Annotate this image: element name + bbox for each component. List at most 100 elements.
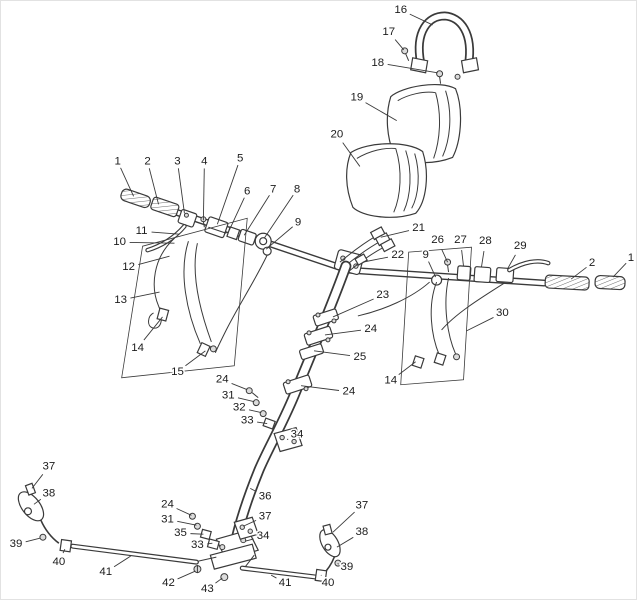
part-callout-34: 34 bbox=[291, 429, 304, 441]
leader-line-2 bbox=[570, 266, 587, 280]
leader-line-1 bbox=[612, 262, 627, 278]
part-callout-38: 38 bbox=[43, 487, 56, 499]
part-callout-20: 20 bbox=[331, 129, 344, 141]
part-callout-14: 14 bbox=[384, 375, 397, 387]
leader-line-37 bbox=[31, 474, 44, 489]
leader-line-21 bbox=[380, 230, 410, 238]
part-callout-15: 15 bbox=[171, 366, 184, 378]
leader-line-33 bbox=[207, 542, 213, 545]
part-callout-43: 43 bbox=[201, 583, 214, 595]
part-callout-19: 19 bbox=[350, 92, 363, 104]
leader-line-4 bbox=[202, 168, 205, 221]
leader-line-17 bbox=[394, 39, 405, 51]
part-callout-16: 16 bbox=[394, 4, 407, 16]
part-callout-1: 1 bbox=[114, 155, 120, 167]
part-callout-31: 31 bbox=[161, 513, 174, 525]
leader-line-16 bbox=[409, 13, 433, 26]
part-callout-41: 41 bbox=[279, 577, 292, 589]
part-callout-41: 41 bbox=[99, 566, 112, 578]
leader-line-9 bbox=[265, 226, 293, 250]
part-callout-31: 31 bbox=[222, 390, 235, 402]
left-control-cables bbox=[148, 237, 268, 358]
leader-line-42 bbox=[177, 570, 196, 580]
part-callout-36: 36 bbox=[259, 490, 272, 502]
leader-line-2 bbox=[148, 168, 159, 205]
part-callout-2: 2 bbox=[144, 155, 150, 167]
cable-clamps-on-column bbox=[282, 308, 339, 395]
leader-line-24 bbox=[301, 385, 340, 391]
left-grip-assembly bbox=[120, 188, 272, 256]
leader-line-7 bbox=[243, 195, 270, 236]
leader-line-22 bbox=[362, 256, 389, 263]
leader-line-38 bbox=[33, 498, 42, 505]
part-callout-18: 18 bbox=[371, 57, 384, 69]
part-callout-27: 27 bbox=[454, 234, 467, 246]
part-callout-9: 9 bbox=[295, 216, 301, 228]
leader-line-38 bbox=[336, 536, 354, 548]
part-callout-30: 30 bbox=[496, 307, 509, 319]
part-callout-26: 26 bbox=[431, 234, 444, 246]
fasteners-31-32-33 bbox=[245, 387, 276, 430]
part-callout-1: 1 bbox=[628, 252, 634, 264]
part-callout-3: 3 bbox=[174, 155, 180, 167]
part-callout-11: 11 bbox=[136, 225, 148, 237]
leader-line-6 bbox=[228, 197, 245, 231]
leader-line-31 bbox=[177, 520, 197, 526]
part-20-lower-cover bbox=[346, 143, 427, 218]
leader-line-36 bbox=[250, 487, 257, 493]
part-callout-33: 33 bbox=[191, 539, 204, 551]
right-cable-group-box bbox=[400, 246, 472, 386]
part-callout-12: 12 bbox=[122, 261, 135, 273]
leader-line-18 bbox=[387, 63, 438, 74]
leader-line-10 bbox=[129, 241, 175, 244]
leader-line-23 bbox=[332, 298, 374, 318]
leader-line-30 bbox=[466, 317, 494, 332]
leader-line-24 bbox=[231, 383, 248, 391]
leader-line-9 bbox=[428, 261, 437, 278]
right-grip-assembly bbox=[544, 274, 626, 291]
part-callout-22: 22 bbox=[391, 249, 404, 261]
leader-line-3 bbox=[177, 168, 185, 214]
leader-line-37 bbox=[332, 511, 355, 533]
fastener-18-screw bbox=[436, 70, 461, 84]
fasteners-42-43 bbox=[193, 565, 229, 582]
leader-line-28 bbox=[481, 250, 485, 268]
leader-line-41 bbox=[113, 555, 131, 568]
leader-line-24 bbox=[176, 508, 192, 516]
fastener-17-screw bbox=[401, 47, 410, 61]
part-16-carry-handle bbox=[410, 11, 480, 74]
part-callout-10: 10 bbox=[113, 236, 126, 248]
part-callout-13: 13 bbox=[114, 294, 127, 306]
part-callout-29: 29 bbox=[514, 240, 527, 252]
part-callout-37: 37 bbox=[355, 499, 368, 511]
part-callout-24: 24 bbox=[161, 498, 174, 510]
leader-line-40 bbox=[62, 548, 66, 554]
part-callout-25: 25 bbox=[353, 351, 366, 363]
fasteners-24-31-35-33-bottom bbox=[188, 512, 220, 551]
part-callout-39: 39 bbox=[341, 561, 354, 573]
tie-rod-left bbox=[17, 482, 199, 565]
leader-line-26 bbox=[441, 249, 448, 263]
leader-line-29 bbox=[506, 254, 516, 270]
leader-line-5 bbox=[216, 164, 239, 225]
diagram-artwork bbox=[17, 11, 626, 583]
part-callout-6: 6 bbox=[244, 185, 250, 197]
leader-line-32 bbox=[248, 409, 262, 414]
part-callout-24: 24 bbox=[216, 374, 229, 386]
leader-line-39 bbox=[25, 537, 41, 543]
leader-line-15 bbox=[185, 350, 206, 367]
leader-line-13 bbox=[130, 291, 160, 299]
leader-line-31 bbox=[237, 397, 255, 403]
leader-line-25 bbox=[313, 350, 351, 356]
part-callout-5: 5 bbox=[237, 152, 243, 164]
leader-line-14 bbox=[398, 361, 416, 376]
part-callout-21: 21 bbox=[412, 222, 425, 234]
part-callout-28: 28 bbox=[479, 235, 492, 247]
leader-line-12 bbox=[138, 255, 170, 265]
leader-line-20 bbox=[342, 142, 361, 167]
leader-line-33 bbox=[257, 421, 268, 425]
part-callout-37: 37 bbox=[43, 460, 56, 472]
